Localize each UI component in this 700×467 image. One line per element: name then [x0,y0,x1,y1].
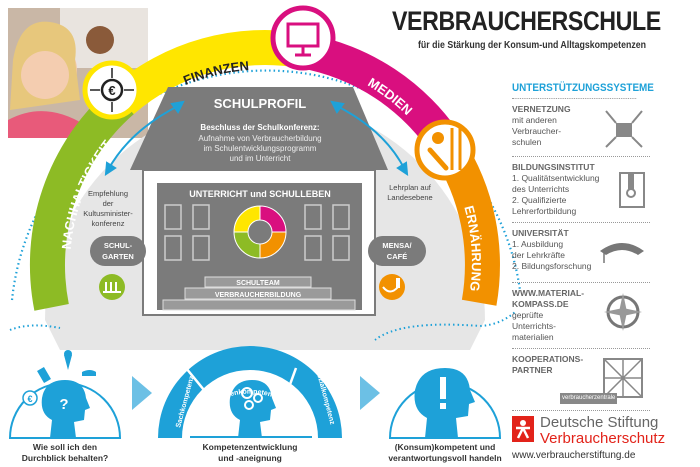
support-item-line: des Unterrichts [512,184,570,194]
caption-line: verantwortungsvoll handeln [388,453,502,463]
support-item-title: UNIVERSITÄT [512,228,569,238]
pill-schulgarten-line: SCHUL- [104,241,133,250]
photo-child [8,8,148,138]
page-subtitle: für die Stärkung der Konsum-und Alltagsk… [418,40,647,51]
roof-line: und im Unterricht [230,154,292,163]
website-link[interactable]: www.verbraucherstiftung.de [512,450,636,461]
caption-line: (Konsum)kompetent und [394,442,496,452]
network-icon [605,110,643,148]
graduation-cap-icon [600,243,644,263]
competence-arc [158,346,342,438]
pill-mensa [368,236,426,266]
support-item-line: 1. Ausbildung [512,239,564,249]
support-item-line: schulen [512,137,542,147]
roof-bold: Beschluss der Schulkonferenz: [200,123,319,132]
caption-line: Durchblick behalten? [21,453,109,463]
body-title: UNTERRICHT und SCHULLEBEN [189,189,331,199]
caption-left: Wie soll ich den Durchblick behalten? [10,442,120,464]
roof-line: Aufnahme von Verbraucherbildung [198,134,321,143]
support-item-vernetzung: VERNETZUNG mit anderen Verbraucher- schu… [512,99,650,157]
support-item-line: 1. Qualitätsentwicklung [512,173,600,183]
pill-mensa-line: MENSA/ [382,241,412,250]
logo-line2: Verbraucherschutz [540,430,666,447]
arrow-right [330,100,409,176]
mensa-icon [379,274,405,300]
left-text-line: Kultusminister- [83,209,133,218]
support-item-line: materialien [512,332,554,342]
pill-schulgarten-line: GARTEN [102,252,134,261]
partner-badge: verbraucherzentrale [560,393,618,404]
certificate-icon [619,172,645,208]
right-text-line: Lehrplan auf [389,183,432,192]
svg-text:€: € [27,394,32,404]
support-systems-panel: UNTERSTÜTZUNGSSYSTEME VERNETZUNG mit and… [512,82,654,411]
triangle-arrow-1 [132,376,152,410]
caption-middle: Kompetenzentwicklung und -aneignung [185,442,315,464]
support-item-title: KOOPERATIONS- [512,354,584,364]
svg-text:€: € [108,83,115,98]
euro-compass-icon: € [82,60,142,120]
support-item-title: VERNETZUNG [512,104,571,114]
arrow-left [104,100,185,176]
arc-segment-nachhaltigkeit[interactable] [29,87,134,311]
support-item-title: PARTNER [512,365,553,375]
caption-right: (Konsum)kompetent und verantwortungsvoll… [380,442,510,464]
left-text-line: Empfehlung [88,189,128,198]
support-item-line: Unterrichts- [512,321,556,331]
support-item-line: 2. Qualifizierte [512,195,567,205]
foundation-logo-icon [512,416,534,442]
left-text-line: der [103,199,114,208]
support-item-line: 2. Bildungsforschung [512,261,592,271]
house-roof [130,87,388,170]
support-heading: UNTERSTÜTZUNGSSYSTEME [512,82,654,99]
pill-mensa-line: CAFÉ [387,252,407,261]
support-item-kooperationspartner: KOOPERATIONS- PARTNER verbraucherzentral… [512,349,650,411]
support-item-line: Verbraucher- [512,126,562,136]
head-question: ? € [8,350,122,439]
roof-title: SCHULPROFIL [214,96,307,111]
garden-icon [99,274,125,300]
support-item-line: geprüfte [512,310,544,320]
head-exclamation [388,368,502,439]
triangle-arrow-2 [360,376,380,410]
right-text-line: Landesebene [387,193,432,202]
compass-icon [604,293,642,331]
support-item-line: der Lehrkräfte [512,250,565,260]
arc-segment-medien[interactable] [299,33,463,157]
support-item-line: Lehrerfortbildung [512,206,577,216]
arc-segment-finanzen[interactable] [110,30,306,115]
roof-line: im Schulentwicklungsprogramm [204,144,317,153]
logo-line1: Deutsche Stiftung [540,414,659,431]
caption-line: Wie soll ich den [32,442,98,452]
caption-line: und -aneignung [218,453,282,463]
step-schulteam: SCHULTEAM [236,280,280,287]
monitor-icon [270,5,336,71]
four-area-ring [233,205,287,259]
support-item-line: mit anderen [512,115,557,125]
caption-line: Kompetenzentwicklung [202,442,298,452]
support-item-universitaet: UNIVERSITÄT 1. Ausbildung der Lehrkräfte… [512,223,650,283]
left-text-line: konferenz [92,219,125,228]
food-icon [414,119,476,181]
support-item-title: WWW.MATERIAL- [512,288,585,298]
support-item-title: BILDUNGSINSTITUT [512,162,595,172]
support-item-title: KOMPASS.DE [512,299,569,309]
svg-text:?: ? [59,396,68,413]
support-item-bildungsinstitut: BILDUNGSINSTITUT 1. Qualitätsentwicklung… [512,157,650,223]
support-item-materialkompass: WWW.MATERIAL- KOMPASS.DE geprüfte Unterr… [512,283,650,349]
page-title: VERBRAUCHERSCHULE [392,6,661,36]
step-verbraucherbildung: VERBRAUCHERBILDUNG [215,292,302,299]
pill-schulgarten [90,236,146,266]
